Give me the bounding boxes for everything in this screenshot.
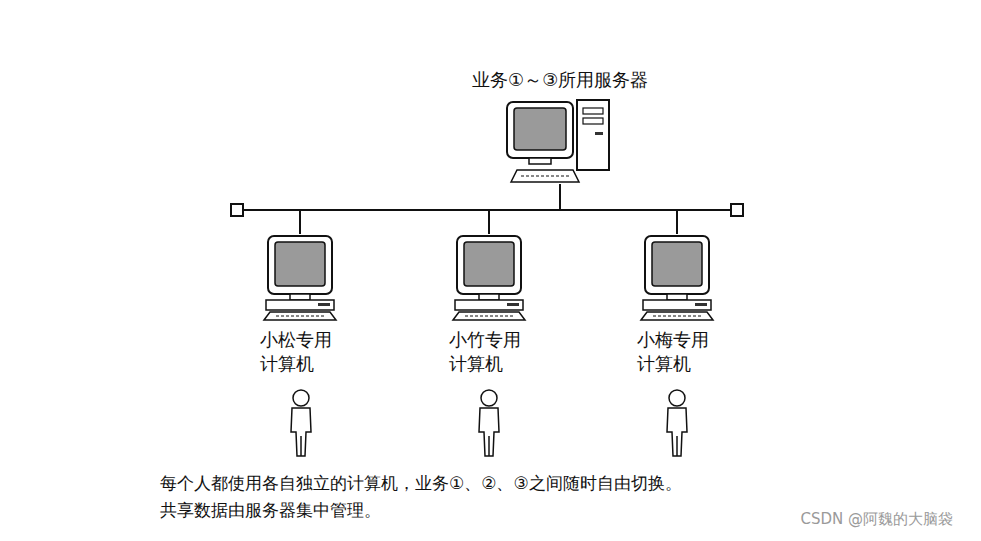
watermark: CSDN @阿魏的大脑袋 [800, 508, 953, 530]
person-figures [291, 390, 687, 456]
computer-node: 小松专用 计算机 [260, 234, 340, 376]
computer-label: 小梅专用 计算机 [637, 328, 717, 376]
computer-node: 小竹专用 计算机 [449, 234, 529, 376]
computer-label: 小竹专用 计算机 [449, 328, 529, 376]
network-cable [489, 184, 560, 234]
computer-node: 小梅专用 计算机 [637, 234, 717, 376]
computer-icon [262, 234, 338, 322]
note-text: 每个人都使用各自独立的计算机，业务①、②、③之间随时自由切换。 [160, 472, 682, 494]
note-text: 共享数据由服务器集中管理。 [160, 499, 381, 521]
network-cable [300, 184, 560, 234]
server-node: 业务①～③所用服务器 [472, 68, 648, 184]
server-label: 业务①～③所用服务器 [472, 68, 648, 92]
server-icon [505, 98, 615, 184]
network-cable [560, 184, 677, 234]
computer-icon [451, 234, 527, 322]
computer-label: 小松专用 计算机 [260, 328, 340, 376]
computer-icon [639, 234, 715, 322]
